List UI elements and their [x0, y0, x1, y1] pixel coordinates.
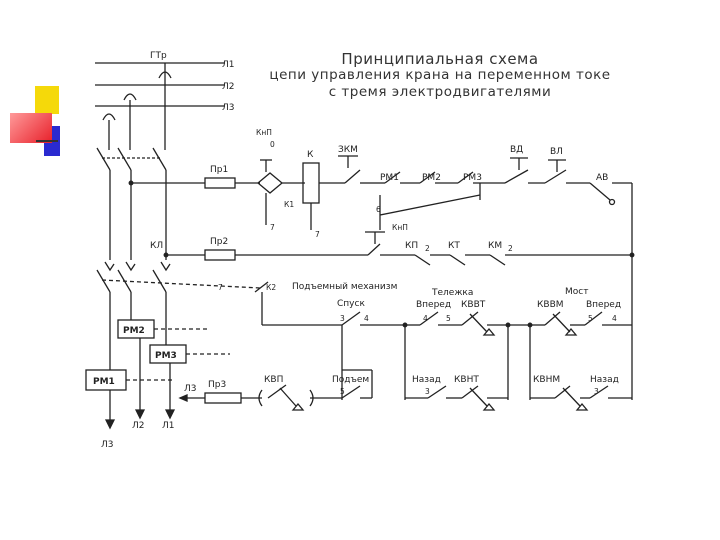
deco-red-square	[10, 113, 52, 143]
deco-divider	[36, 140, 58, 142]
label-n5b: 5	[588, 314, 593, 323]
label-hoist: Подъемный механизм	[292, 282, 397, 292]
label-k: К	[307, 150, 314, 160]
label-lift: Подъем	[332, 375, 369, 385]
label-n0: 0	[270, 140, 275, 149]
label-l3-arrow: Л3	[184, 384, 197, 394]
label-l3: Л3	[222, 103, 235, 113]
deco-yellow-square	[35, 86, 59, 114]
label-rm1: РМ1	[380, 173, 399, 183]
label-knp-top: КнП	[256, 128, 272, 137]
label-rm3: РМ3	[463, 173, 482, 183]
label-k1: К1	[284, 200, 294, 209]
label-bottom-l3: Л3	[101, 440, 114, 450]
box-rm3: РМ3	[155, 351, 177, 361]
label-trolley: Тележка	[431, 288, 473, 298]
label-n4a: 4	[364, 314, 369, 323]
label-bottom-l2: Л2	[132, 421, 145, 431]
label-n6: 6	[376, 205, 381, 214]
label-n5a: 5	[446, 314, 451, 323]
label-n7a: 7	[270, 223, 275, 232]
label-kvnt: КВНТ	[454, 375, 479, 385]
label-l2: Л2	[222, 82, 235, 92]
label-vl: ВЛ	[550, 147, 563, 157]
label-n4b: 4	[423, 314, 428, 323]
label-pr2: Пр2	[210, 237, 228, 247]
label-forward2: Вперед	[586, 300, 621, 310]
label-n7b: 7	[315, 230, 320, 239]
diagram-title: Принципиальная схема	[341, 50, 539, 68]
diagram-subtitle-1: цепи управления крана на переменном токе	[269, 67, 611, 83]
label-back: Назад	[412, 375, 441, 385]
label-vd: ВД	[510, 145, 523, 155]
label-knp-mid: КнП	[392, 223, 408, 232]
label-back2: Назад	[590, 375, 619, 385]
label-zkm: ЗКМ	[338, 145, 358, 155]
label-av: АВ	[596, 173, 608, 183]
label-n4c: 4	[612, 314, 617, 323]
box-rm2: РМ2	[123, 326, 145, 336]
label-kl: КЛ	[150, 241, 163, 251]
label-k2: К2	[266, 283, 276, 292]
label-bottom-l1: Л1	[162, 421, 175, 431]
box-rm1: РМ1	[93, 377, 115, 387]
label-kvvt: КВВТ	[461, 300, 486, 310]
label-kp-sub: 2	[425, 244, 430, 253]
label-kt: КТ	[448, 241, 460, 251]
label-kvnm: КВНМ	[533, 375, 560, 385]
label-pr1: Пр1	[210, 165, 228, 175]
label-kvvm: КВВМ	[537, 300, 564, 310]
label-pr3: Пр3	[208, 380, 226, 390]
label-n7c: 7	[218, 283, 223, 292]
label-gtr: ГТр	[150, 51, 167, 61]
label-n3a: 3	[340, 314, 345, 323]
label-n5c: 5	[340, 387, 345, 396]
diagram-subtitle-2: с тремя электродвигателями	[328, 84, 552, 100]
label-l1: Л1	[222, 60, 235, 70]
label-km: КМ	[488, 241, 502, 251]
label-kp: КП	[405, 241, 418, 251]
label-kvp: КВП	[264, 375, 283, 385]
label-forward: Вперед	[416, 300, 451, 310]
label-rm2: РМ2	[422, 173, 441, 183]
label-bridge: Мост	[565, 287, 588, 297]
label-descent: Спуск	[337, 299, 365, 309]
label-n3b: 3	[425, 387, 430, 396]
label-km-sub: 2	[508, 244, 513, 253]
label-n3c: 3	[594, 387, 599, 396]
